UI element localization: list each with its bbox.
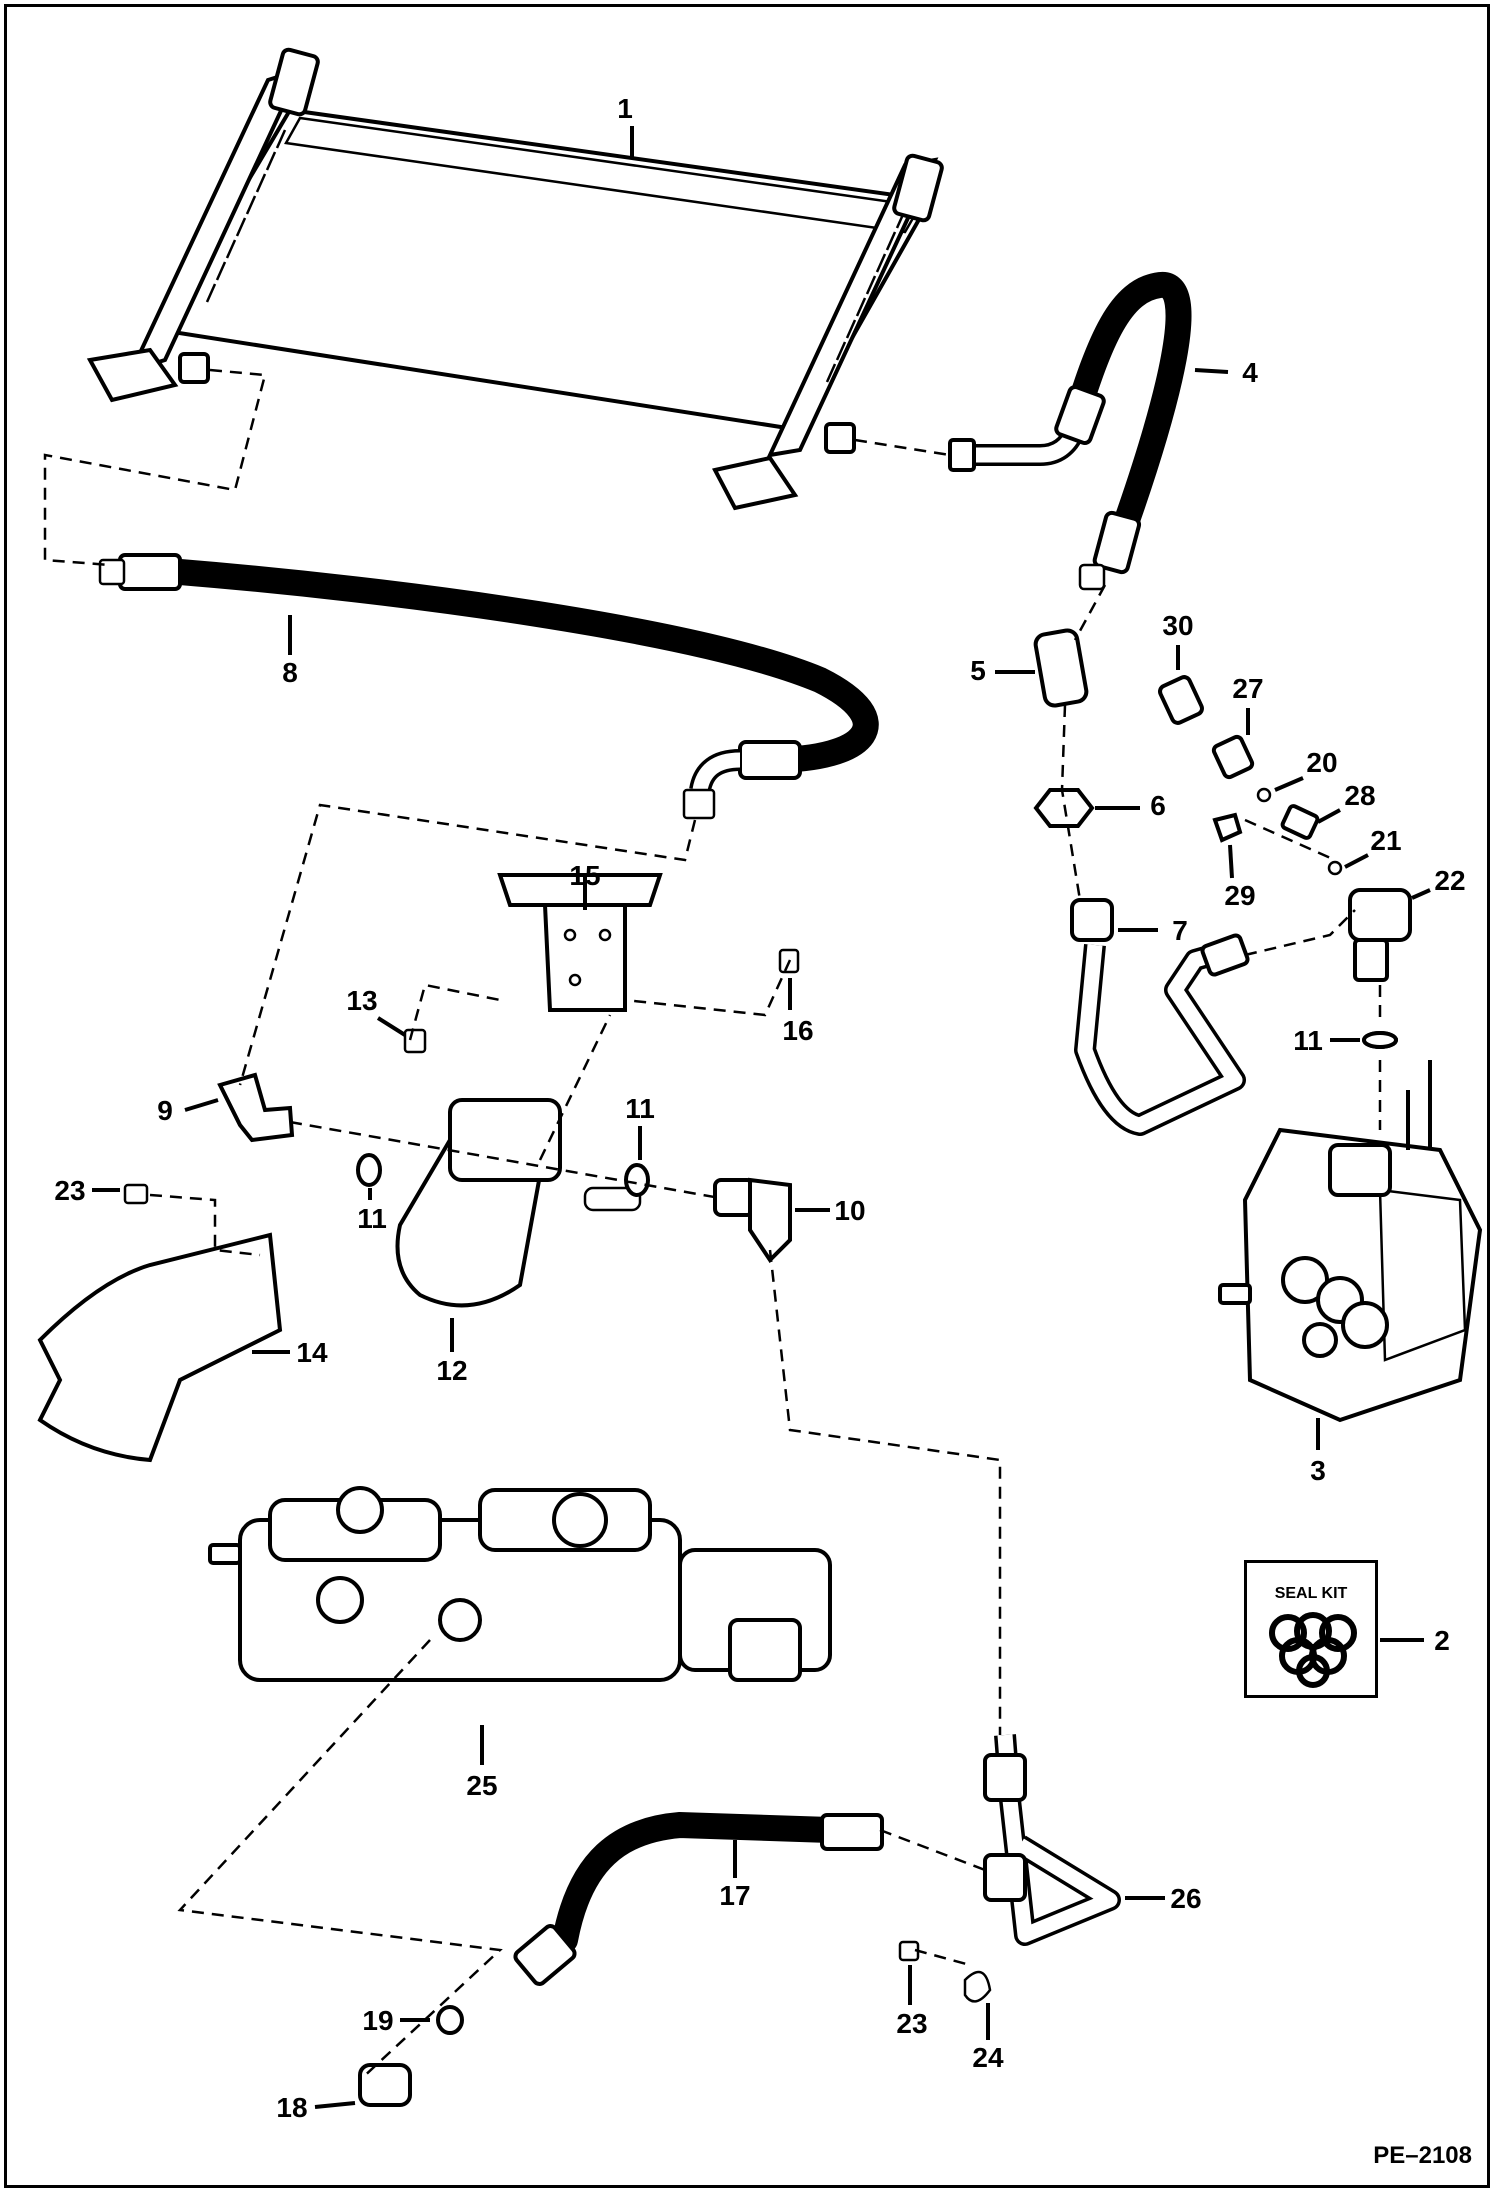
figure-id: PE–2108 [1373, 2142, 1472, 2169]
fittings-right [1033, 628, 1412, 1136]
callout-17: 17 [719, 1880, 750, 1911]
callout-23-top: 23 [54, 1175, 85, 1206]
callouts: 1 4 8 30 5 27 20 6 28 21 29 22 15 7 13 1… [54, 93, 1465, 2123]
callout-19: 19 [362, 2005, 393, 2036]
callout-20: 20 [1306, 747, 1337, 778]
callout-30: 30 [1162, 610, 1193, 641]
diagram-frame [4, 4, 1490, 2188]
callout-7: 7 [1172, 915, 1188, 946]
callout-5: 5 [970, 655, 986, 686]
callout-2: 2 [1434, 1625, 1450, 1656]
callout-13: 13 [346, 985, 377, 1016]
callout-16: 16 [782, 1015, 813, 1046]
hose-8 [98, 553, 879, 820]
hose-4 [948, 272, 1192, 591]
callout-8: 8 [282, 657, 298, 688]
callout-10: 10 [834, 1195, 865, 1226]
callout-23-bottom: 23 [896, 2008, 927, 2039]
seal-kit-rings-icon [1269, 1612, 1357, 1688]
oil-cooler [86, 47, 944, 511]
callout-28: 28 [1344, 780, 1375, 811]
hose-17 [358, 1734, 1121, 2107]
callout-24: 24 [972, 2042, 1004, 2073]
callout-18: 18 [276, 2092, 307, 2123]
seal-kit-label: SEAL KIT [1274, 1585, 1348, 1602]
hydrostatic-pump [208, 1486, 832, 1682]
callout-14: 14 [296, 1337, 328, 1368]
callout-27: 27 [1232, 673, 1263, 704]
callout-11-left: 11 [357, 1203, 387, 1234]
shield [37, 948, 800, 1463]
callout-12: 12 [436, 1355, 467, 1386]
callout-25: 25 [466, 1770, 497, 1801]
callout-4: 4 [1242, 357, 1258, 388]
callout-3: 3 [1310, 1455, 1326, 1486]
filter-assembly [395, 873, 663, 1308]
callout-9: 9 [157, 1095, 173, 1126]
seal-kit-box: SEAL KIT [1244, 1560, 1378, 1698]
control-valve [1218, 1060, 1483, 1423]
callout-29: 29 [1224, 880, 1255, 911]
callout-6: 6 [1150, 790, 1166, 821]
callout-11-mid: 11 [625, 1093, 655, 1124]
elbow-fittings [217, 1031, 1398, 1264]
callout-21: 21 [1370, 825, 1401, 856]
callout-1: 1 [617, 93, 633, 124]
connection-lines [43, 368, 1382, 2081]
callout-11-right: 11 [1293, 1025, 1323, 1056]
callout-26: 26 [1170, 1883, 1201, 1914]
callout-22: 22 [1434, 865, 1465, 896]
